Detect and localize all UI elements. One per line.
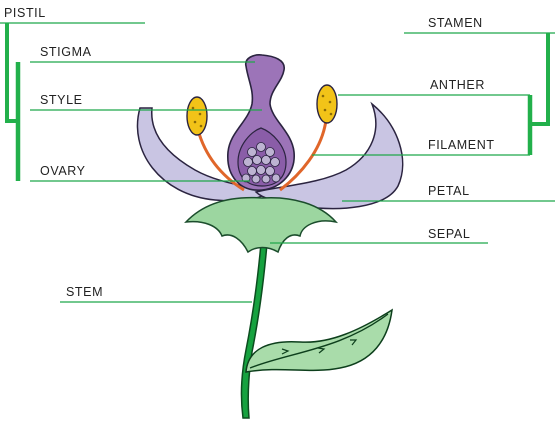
stamen-label: STAMEN: [428, 16, 483, 30]
style-label: STYLE: [40, 93, 83, 107]
stigma-label: STIGMA: [40, 45, 92, 59]
stem-label: STEM: [66, 285, 103, 299]
stamen-bracket: [530, 33, 548, 155]
sepal-shape: [186, 198, 336, 252]
pistil-bracket: [7, 23, 18, 181]
anther-label: ANTHER: [430, 78, 485, 92]
sepal-label: SEPAL: [428, 227, 470, 241]
petal-label: PETAL: [428, 184, 470, 198]
right-anther-shape: [317, 85, 337, 123]
ovary-label: OVARY: [40, 164, 86, 178]
pistil-label: PISTIL: [4, 6, 46, 20]
leaf-shape: [246, 310, 392, 372]
left-anther-shape: [187, 97, 207, 135]
filament-label: FILAMENT: [428, 138, 495, 152]
stem-shape: [242, 232, 268, 418]
